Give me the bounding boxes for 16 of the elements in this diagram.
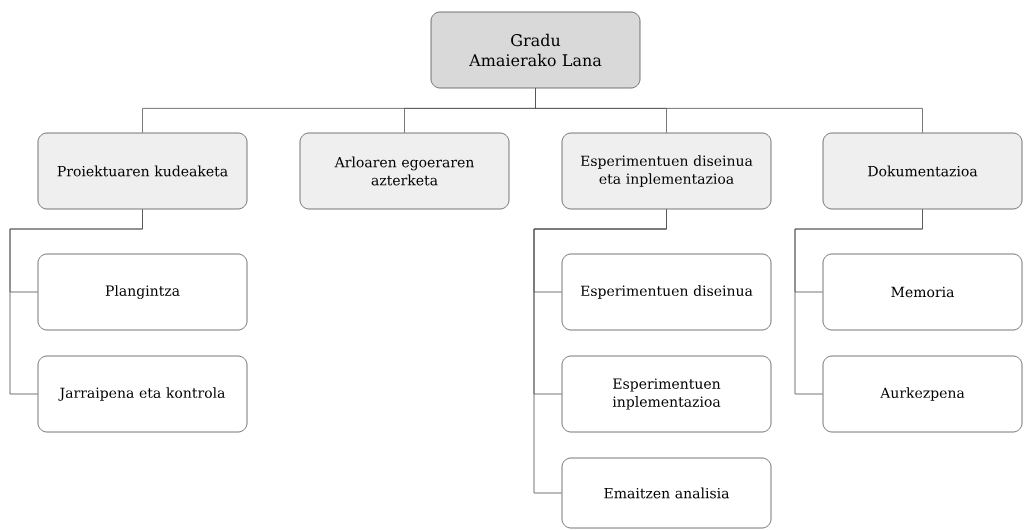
process-box: Esperimentuen inplementazioa	[561, 355, 772, 433]
connector-line	[794, 209, 923, 395]
process-box: Memoria	[822, 253, 1023, 331]
process-box: Arloaren egoeraren azterketa	[299, 132, 510, 210]
process-box: Dokumentazioa	[822, 132, 1023, 210]
connector-line	[535, 88, 923, 133]
process-box: Emaitzen analisia	[561, 457, 772, 529]
process-box: Proiektuaren kudeaketa	[37, 132, 248, 210]
connector-line	[533, 209, 667, 494]
process-box: Jarraipena eta kontrola	[37, 355, 248, 433]
process-box: Aurkezpena	[822, 355, 1023, 433]
process-box: Esperimentuen diseinua eta inplementazioa	[561, 132, 772, 210]
connector-line	[9, 209, 143, 395]
process-box: Plangintza	[37, 253, 248, 331]
process-box: Esperimentuen diseinua	[561, 253, 772, 331]
process-box: Gradu Amaierako Lana	[430, 11, 641, 89]
